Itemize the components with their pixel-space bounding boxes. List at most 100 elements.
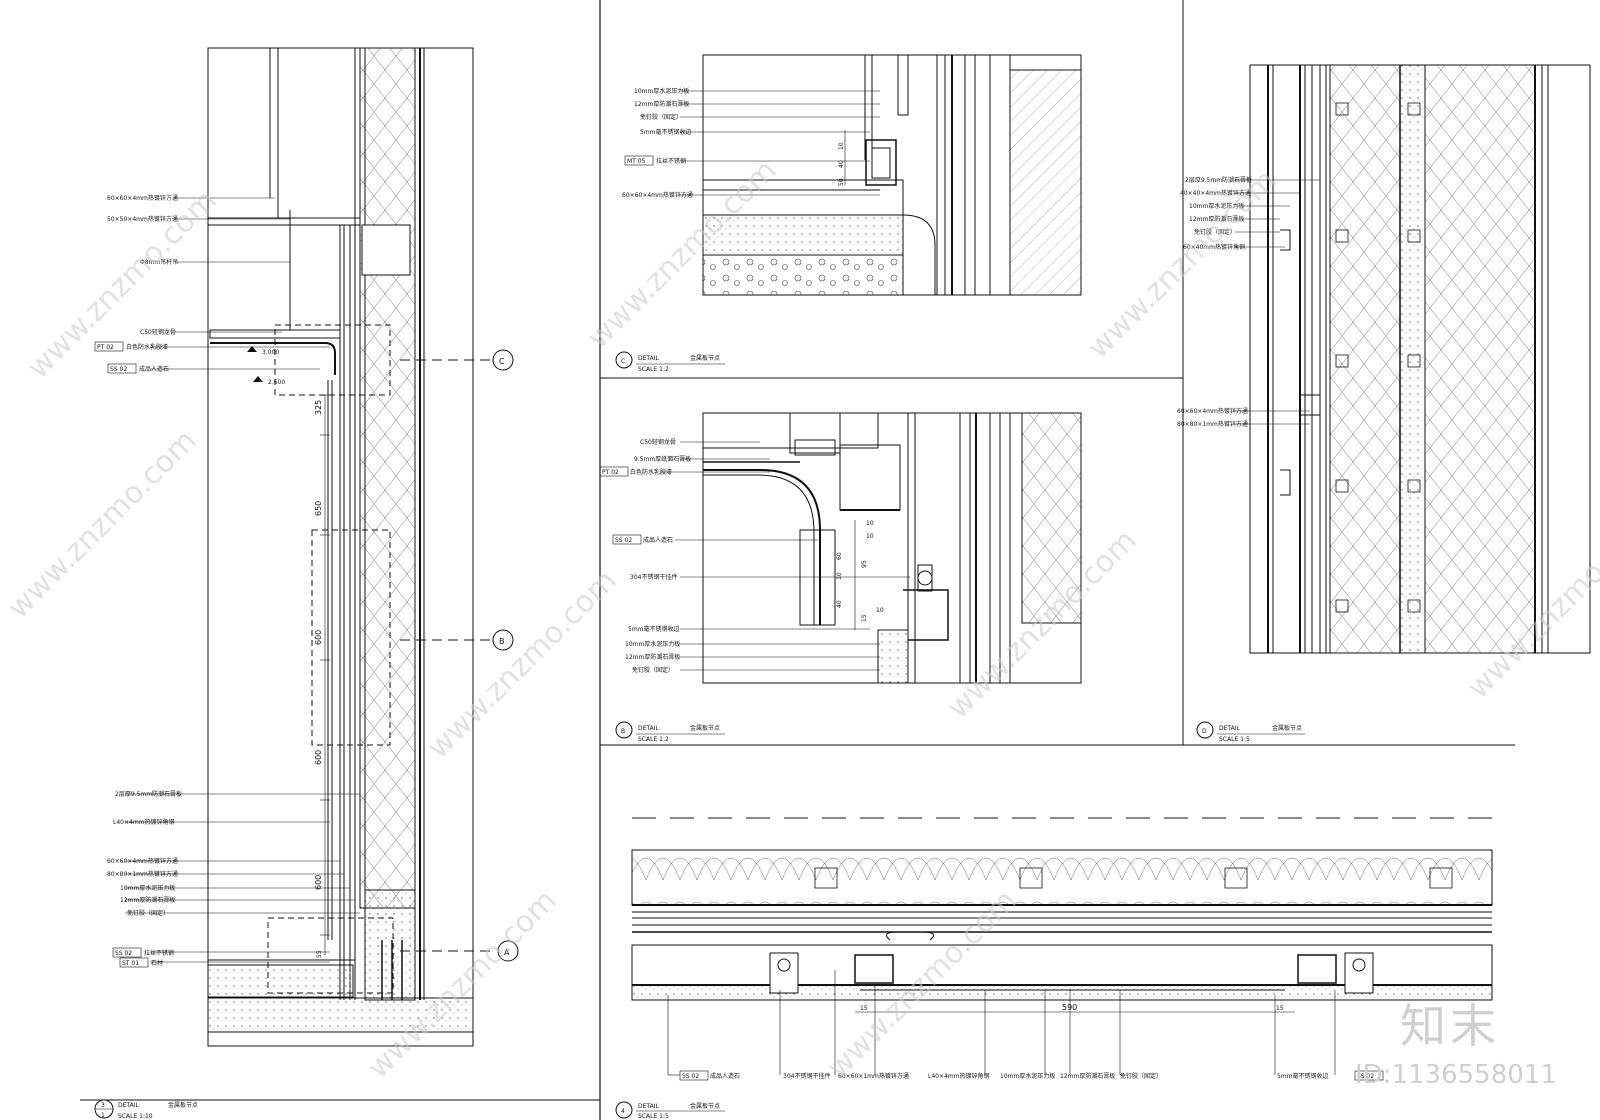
label: 白色防水乳胶漆 (630, 468, 672, 476)
dim: 10 (866, 533, 874, 540)
label: 40×40×4mm热镀锌方通 (1180, 189, 1251, 197)
label: 50×50×4mm热镀锌方通 (107, 215, 178, 223)
level-mark: 3.000 (262, 349, 279, 356)
label: 5mm毫不锈钢收边 (640, 128, 692, 136)
label: L40×4mm热镀锌角钢 (928, 1072, 990, 1080)
detail-b-labels (660, 441, 910, 671)
material-tag: SS 02 (115, 950, 132, 957)
label: 拉丝不锈钢 (144, 949, 174, 957)
label: 304不锈钢干挂件 (783, 1072, 830, 1080)
detail-c-labels (680, 90, 880, 196)
label: Φ8mm吊杆吊 (140, 258, 178, 266)
label: 石材 (151, 959, 163, 967)
dim: 10 (866, 520, 874, 527)
detail-b-drawing: 10 10 60 95 10 40 15 10 (702, 412, 1082, 684)
detail-marker: B (621, 728, 625, 735)
detail-d-labels (1235, 179, 1320, 425)
dim: 55 (316, 950, 323, 958)
label: 9.5mm厚纸面石膏板 (634, 455, 691, 463)
label: 免钉胶（固定） (640, 113, 682, 121)
label: 免钉胶（固定） (632, 666, 674, 674)
detail-marker-sub: 1 (101, 1112, 105, 1119)
id-label: ID:1136558011 (1355, 1060, 1557, 1090)
dim: 40 (836, 600, 843, 608)
dim: 10 (838, 142, 845, 150)
callout-b: B (499, 637, 505, 646)
main-labels (125, 197, 360, 963)
material-tag: PT 02 (97, 344, 114, 351)
detail-d-title-block: D DETAIL 金属板节点 SCALE 1:5 (1196, 721, 1305, 743)
main-label-text: 60×60×4mm热镀锌方通 50×50×4mm热镀锌方通 Φ8mm吊杆吊 C5… (94, 194, 182, 968)
detail-b-title-block: B DETAIL 金属板节点 SCALE 1:2 (615, 721, 725, 743)
label: 5mm毫不锈钢收边 (628, 625, 680, 633)
detail-marker: 4 (621, 1108, 625, 1115)
label: 60×60×4mm热镀锌方通 (107, 857, 178, 865)
dim: 50 (838, 178, 845, 186)
label: 80×80×1mm热镀锌方通 (107, 870, 178, 878)
label: 12mm厚防潮石膏板 (625, 653, 680, 661)
detail-title: DETAIL (1219, 725, 1240, 732)
label: 60×60×1mm热镀锌方通 (838, 1072, 909, 1080)
label: 白色防水乳胶漆 (126, 343, 168, 351)
detail-plan-drawing: 15 590 15 (631, 817, 1493, 1013)
level-mark: 2.600 (268, 379, 285, 386)
material-tag: ST 01 (122, 960, 139, 967)
label: 2层厚9.5mm防潮石膏板 (115, 790, 182, 798)
label: 2层厚9.5mm防潮石膏板 (1185, 176, 1252, 184)
detail-scale: SCALE 1:2 (638, 736, 669, 743)
detail-title: DETAIL (118, 1102, 139, 1109)
dim: 590 (1062, 1003, 1077, 1012)
material-tag: PT 02 (602, 469, 619, 476)
watermark: www.znzmo.com (421, 563, 624, 766)
detail-title: DETAIL (638, 355, 659, 362)
label: L40×4mm热镀锌角钢 (113, 818, 175, 826)
label: 10mm厚水泥压力板 (1000, 1072, 1055, 1080)
material-tag: SS 02 (1357, 1073, 1374, 1080)
watermark: www.znzmo.com (21, 183, 224, 386)
callout-c: C (499, 357, 505, 366)
watermark: www.znzmo.com (1, 423, 204, 626)
dim: 600 (314, 750, 323, 765)
label: 12mm厚防潮石膏板 (1189, 215, 1244, 223)
dim: 10 (836, 572, 843, 580)
dim: 40 (838, 160, 845, 168)
detail-scale: SCALE 1:2 (638, 366, 669, 373)
detail-c-drawing: 10 40 50 (702, 54, 1082, 296)
detail-title: DETAIL (638, 725, 659, 732)
dim: 10 (876, 607, 884, 614)
detail-scale: SCALE 1:5 (638, 1113, 669, 1120)
detail-scale: SCALE 1:5 (1219, 736, 1250, 743)
label: 免钉胶（固定） (1194, 228, 1236, 236)
label: 304不锈钢干挂件 (630, 573, 677, 581)
detail-title: DETAIL (638, 1103, 659, 1110)
label: 成品人造石 (643, 536, 673, 544)
label: C50轻钢龙骨 (140, 328, 176, 336)
detail-d-drawing (1249, 64, 1591, 654)
label: 60×60×4mm热镀锌方通 (622, 191, 693, 199)
detail-marker: 3 (101, 1102, 105, 1109)
detail-plan-title-block: 4 DETAIL 金属板节点 SCALE 1:5 (615, 1101, 725, 1120)
detail-name: 金属板节点 (690, 354, 720, 362)
dim: 95 (861, 560, 868, 568)
detail-c-title-block: C DETAIL 金属板节点 SCALE 1:2 (615, 351, 725, 373)
label: 免钉胶（固定） (1120, 1072, 1162, 1080)
label: 拉丝不锈钢 (656, 157, 686, 165)
detail-name: 金属板节点 (690, 724, 720, 732)
label: 免钉胶（固定） (127, 909, 169, 917)
label: 成品人造石 (139, 365, 169, 373)
detail-name: 金属板节点 (1272, 724, 1302, 732)
detail-marker: D (1202, 728, 1207, 735)
label: 12mm厚防潮石膏板 (120, 896, 175, 904)
detail-name: 金属板节点 (168, 1101, 198, 1109)
detail-plan-leaders (667, 970, 1336, 1076)
label: 10mm厚水泥压力板 (634, 87, 689, 95)
label: 10mm厚水泥压力板 (120, 884, 175, 892)
material-tag: SS 02 (682, 1073, 699, 1080)
main-section-detail: 325 650 600 600 600 55 3.000 2.600 C B A (207, 47, 519, 1047)
main-title-block: 3 1 DETAIL 金属板节点 SCALE 1:10 (94, 1099, 198, 1120)
label: C50轻钢龙骨 (640, 438, 676, 446)
label: 80×80×1mm热镀锌方通 (1177, 420, 1248, 428)
label: 60×60×4mm热镀锌方通 (107, 194, 178, 202)
detail-name: 金属板节点 (690, 1102, 720, 1110)
